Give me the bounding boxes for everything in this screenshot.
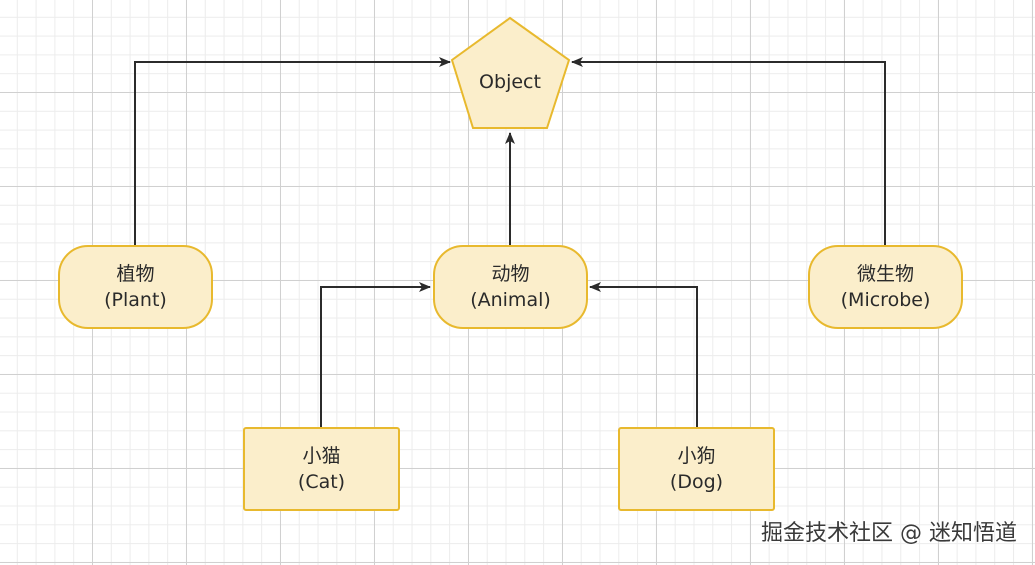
microbe-node-en-label: (Microbe) [840,289,931,311]
cat-node-cn-label: 小猫 [302,445,341,467]
cat-node: 小猫 (Cat) [243,427,400,511]
microbe-node-cn-label: 微生物 [856,263,914,285]
edge-plant-to-object [134,57,451,245]
dog-node-cn-label: 小狗 [677,445,716,467]
object-node-label: Object [479,71,541,93]
animal-node-cn-label: 动物 [491,263,530,285]
plant-node-en-label: (Plant) [104,289,167,311]
dog-node: 小狗 (Dog) [618,427,775,511]
object-pentagon [450,16,571,129]
watermark-text: 掘金技术社区 @ 迷知悟道 [761,521,1017,546]
edge-cat-to-animal [320,282,431,427]
animal-node-en-label: (Animal) [470,289,551,311]
plant-node: 植物 (Plant) [58,245,213,329]
edge-dog-to-animal [589,282,698,427]
cat-node-en-label: (Cat) [297,471,346,493]
plant-node-cn-label: 植物 [116,263,155,285]
animal-node: 动物 (Animal) [433,245,588,329]
edge-microbe-to-object [571,57,886,245]
dog-node-en-label: (Dog) [669,471,724,493]
microbe-node: 微生物 (Microbe) [808,245,963,329]
